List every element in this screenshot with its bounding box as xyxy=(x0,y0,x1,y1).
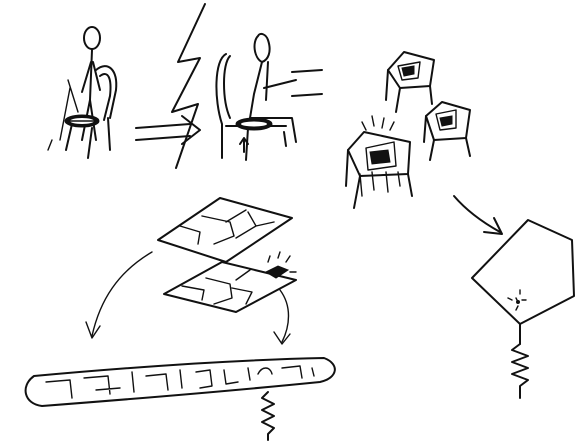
arrow-right-icon xyxy=(136,116,200,144)
table-top xyxy=(386,52,434,112)
person-standing-by-chair xyxy=(48,27,116,158)
lightning-bolt-icon xyxy=(172,4,205,168)
table-bottom-active xyxy=(346,116,412,208)
arrow-down-right-icon xyxy=(454,196,502,234)
spring-icon-strip xyxy=(262,392,274,440)
spring-icon-device xyxy=(512,344,528,398)
floor-plan-lower xyxy=(164,252,296,312)
floor-plan-upper xyxy=(158,198,292,262)
sensor-pad-icon-pressed xyxy=(236,118,272,130)
curved-arrow-down-icon xyxy=(274,290,290,344)
floor-plan-strip xyxy=(26,358,335,406)
person-seated-on-chair xyxy=(216,34,322,160)
sensor-pad-icon xyxy=(65,115,99,127)
table-right xyxy=(424,102,470,160)
curved-arrow-left-icon xyxy=(86,252,152,338)
device-box xyxy=(472,220,574,344)
